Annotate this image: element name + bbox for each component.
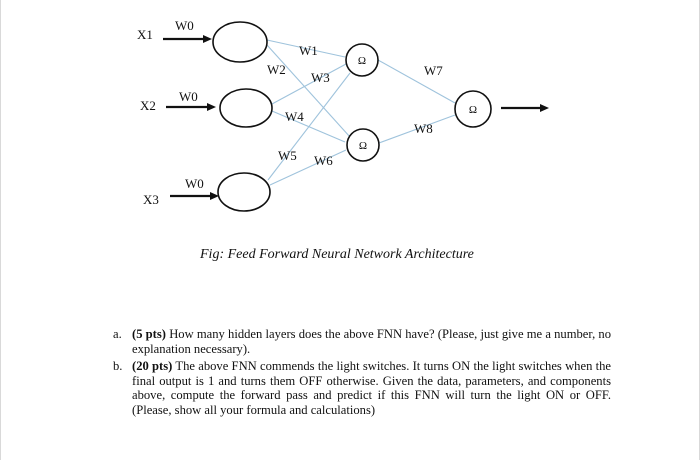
question-points: (5 pts)	[132, 327, 166, 341]
input-neuron-2	[219, 88, 273, 128]
input-neuron-1	[212, 21, 268, 63]
input-arrowhead-x3	[210, 192, 219, 200]
input-weight-label-3: W0	[185, 176, 204, 191]
hidden-neurons	[345, 43, 380, 162]
hidden-neuron-2	[346, 128, 380, 162]
weight-label-w4: W4	[285, 109, 304, 124]
weight-label-w8: W8	[414, 121, 433, 136]
hidden-neuron-1	[345, 43, 379, 77]
weight-label-w5: W5	[278, 148, 297, 163]
weight-label-w3: W3	[311, 70, 330, 85]
output-neuron-symbol: Ω	[469, 104, 477, 116]
connection-n1-h2	[266, 44, 351, 138]
input-arrows	[163, 37, 213, 198]
question-b: b. (20 pts) The above FNN commends the l…	[113, 359, 611, 417]
weight-label-w7: W7	[424, 63, 443, 78]
input-weight-label-2: W0	[179, 89, 198, 104]
question-a: a. (5 pts) How many hidden layers does t…	[113, 327, 611, 356]
question-text: How many hidden layers does the above FN…	[132, 327, 612, 356]
input-label-x1: X1	[137, 27, 153, 42]
input-weight-label-1: W0	[175, 18, 194, 33]
connection-h2-out	[378, 114, 456, 144]
connections	[266, 39, 456, 186]
connection-n1-h1	[266, 39, 346, 58]
questions-list: a. (5 pts) How many hidden layers does t…	[113, 327, 611, 421]
weight-label-w2: W2	[267, 62, 286, 77]
input-label-x3: X3	[143, 192, 159, 207]
weight-label-w6: W6	[314, 153, 333, 168]
input-arrowheads	[203, 35, 219, 200]
network-diagram: Ω Ω Ω X1 X2 X3 W0 W0 W0 W1 W2 W3 W4 W5 W…	[137, 18, 549, 212]
output-neuron	[454, 90, 492, 128]
question-marker: b.	[113, 359, 123, 374]
input-label-x2: X2	[140, 98, 156, 113]
output-arrowhead	[540, 104, 549, 112]
input-neurons	[212, 21, 273, 212]
input-neuron-3	[217, 172, 271, 212]
question-text: The above FNN commends the light switche…	[132, 359, 612, 417]
connection-h1-out	[377, 59, 456, 104]
connection-n3-h2	[269, 149, 347, 186]
question-body: (20 pts) The above FNN commends the ligh…	[132, 359, 611, 417]
hidden-neuron-2-symbol: Ω	[359, 140, 367, 152]
hidden-neuron-1-symbol: Ω	[358, 55, 366, 67]
connection-n2-h1	[271, 63, 347, 105]
question-points: (20 pts)	[132, 359, 173, 374]
weight-label-w1: W1	[299, 43, 318, 58]
input-arrowhead-x1	[203, 35, 212, 43]
question-marker: a.	[113, 327, 122, 341]
input-arrowhead-x2	[207, 103, 216, 111]
figure-caption: Fig: Feed Forward Neural Network Archite…	[200, 247, 474, 262]
question-body: (5 pts) How many hidden layers does the …	[132, 327, 611, 356]
connection-n3-h1	[267, 72, 351, 181]
